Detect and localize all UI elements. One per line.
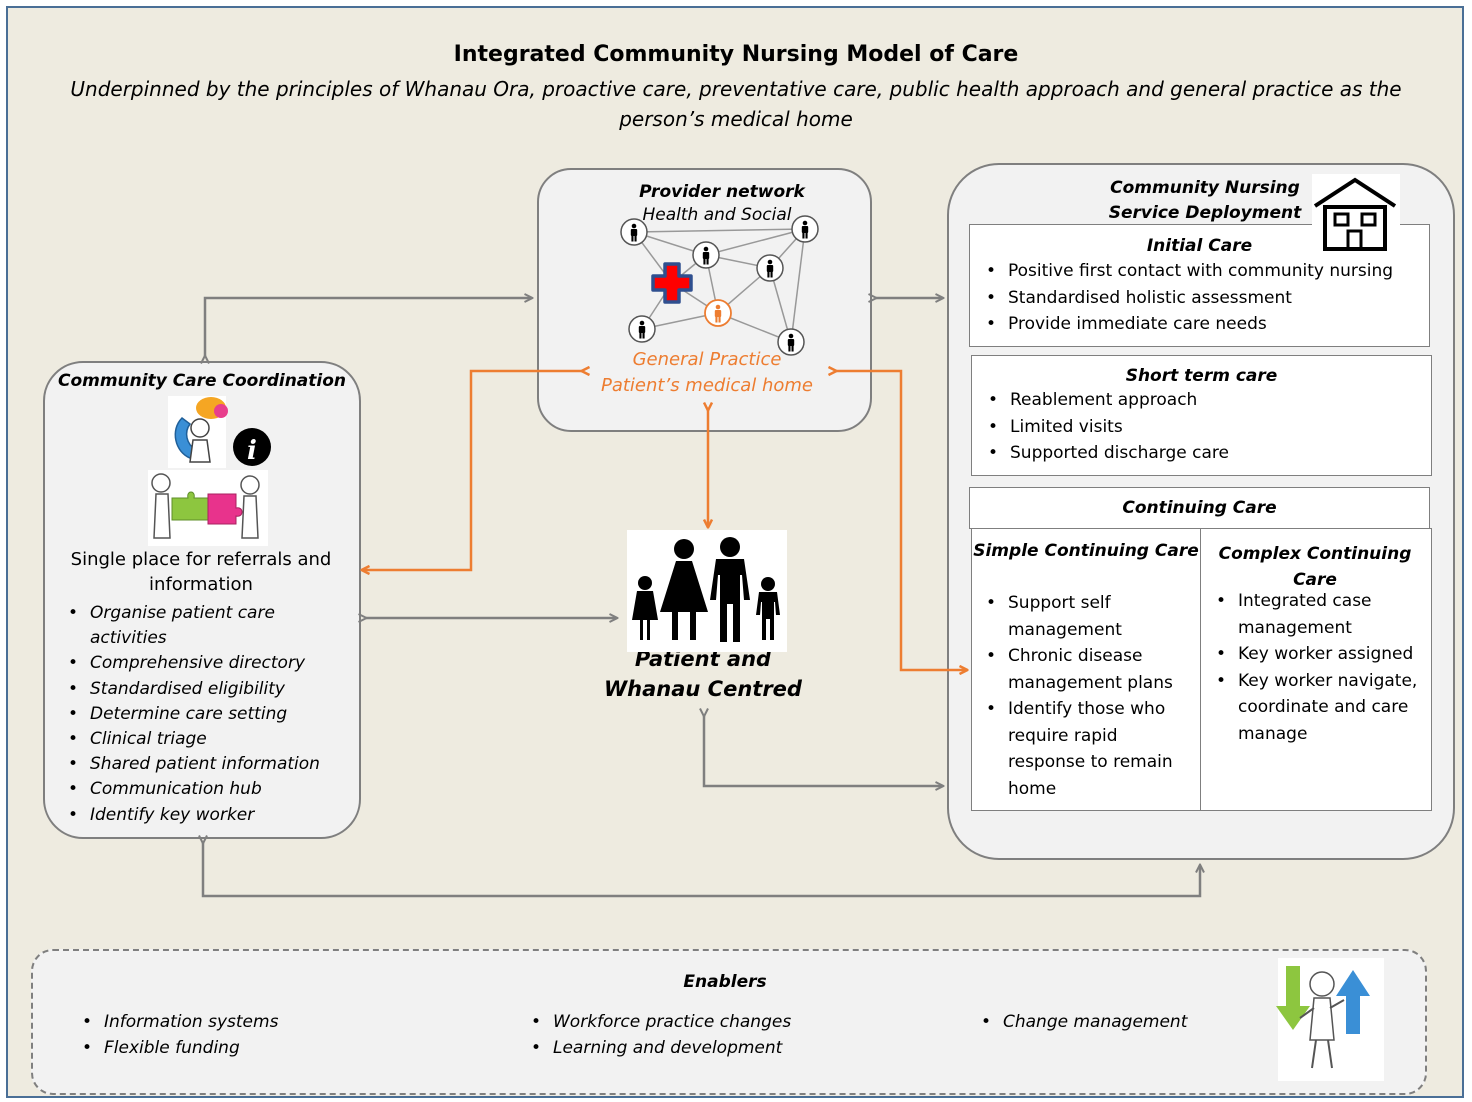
ccc-list: Organise patient care activities Compreh… (64, 601, 354, 828)
initial-care-item: Standardised holistic assessment (982, 285, 1432, 312)
ccc-item: Standardised eligibility (64, 677, 354, 702)
ccc-item: Shared patient information (64, 752, 354, 777)
grey-connectors (203, 298, 1200, 898)
network-person-icon (692, 241, 720, 269)
complex-continuing-care-title: Complex Continuing Care (1218, 544, 1412, 590)
enabler-item: Change management (977, 1010, 1237, 1036)
enablers-title: Enablers (683, 972, 767, 992)
phone-person-icon (168, 396, 228, 468)
provider-network-graph (620, 215, 819, 356)
short-term-care-item: Supported discharge care (984, 440, 1424, 467)
ccc-description: Single place for referrals and informati… (70, 549, 332, 595)
deployment-title-line1: Community Nursing (1110, 178, 1300, 198)
simple-care-item: Identify those who require rapid respons… (982, 696, 1194, 802)
ccc-item: Identify key worker (64, 803, 354, 828)
simple-care-item: Chronic disease management plans (982, 643, 1194, 696)
complex-continuing-care-list: Integrated case management Key worker as… (1212, 588, 1422, 747)
connector-gp-ccc (362, 371, 582, 570)
deployment-title: Community Nursing Service Deployment (1090, 176, 1320, 226)
patient-line2: Whanau Centred (604, 677, 802, 701)
provider-network-title: Provider network (639, 182, 805, 202)
gp-label: General Practice Patient’s medical home (537, 347, 877, 399)
simple-care-item: Support self management (982, 590, 1194, 643)
gp-person-icon (704, 299, 732, 327)
connector-ccc-provider (205, 298, 532, 356)
enabler-item: Learning and development (527, 1036, 847, 1062)
initial-care-item: Provide immediate care needs (982, 311, 1432, 338)
complex-care-item: Key worker assigned (1212, 641, 1422, 668)
ccc-item: Organise patient care activities (64, 601, 354, 651)
network-person-icon (620, 218, 648, 246)
ccc-item: Communication hub (64, 777, 354, 802)
enabler-item: Workforce practice changes (527, 1010, 847, 1036)
network-person-icon (791, 215, 819, 243)
diagram-subtitle: Underpinned by the principles of Whanau … (70, 77, 1402, 131)
network-person-icon (628, 315, 656, 343)
enablers-col1: Information systems Flexible funding (78, 1010, 398, 1061)
up-down-person-icon (1276, 958, 1384, 1081)
red-cross-icon (651, 262, 693, 304)
gp-line1: General Practice (632, 349, 782, 370)
gp-line2: Patient’s medical home (600, 375, 814, 396)
short-term-care-item: Limited visits (984, 414, 1424, 441)
connector-ccc-deployment-bottom (203, 843, 1200, 898)
connector-patient-deployment (704, 716, 943, 786)
family-icon (627, 530, 787, 652)
complex-care-item: Key worker navigate, coordinate and care… (1212, 668, 1422, 748)
enabler-item: Flexible funding (78, 1036, 398, 1062)
short-term-care-list: Reablement approach Limited visits Suppo… (984, 387, 1424, 467)
network-person-icon (756, 254, 784, 282)
puzzle-people-icon (148, 470, 268, 546)
initial-care-item: Positive first contact with community nu… (982, 258, 1432, 285)
provider-network-box (537, 168, 872, 432)
info-icon: i (233, 428, 271, 466)
simple-continuing-care-title: Simple Continuing Care (973, 541, 1199, 561)
svg-text:i: i (247, 436, 257, 466)
diagram-title: Integrated Community Nursing Model of Ca… (453, 42, 1019, 67)
enablers-col2: Workforce practice changes Learning and … (527, 1010, 847, 1061)
ccc-item: Clinical triage (64, 727, 354, 752)
continuing-care-title: Continuing Care (1122, 498, 1277, 518)
complex-care-item: Integrated case management (1212, 588, 1422, 641)
deployment-title-line2: Service Deployment (1108, 203, 1302, 223)
initial-care-title: Initial Care (1146, 236, 1253, 256)
ccc-item: Determine care setting (64, 702, 354, 727)
enablers-col3: Change management (977, 1010, 1237, 1036)
connector-gp-deployment (836, 371, 967, 670)
house-icon (1312, 174, 1400, 258)
enabler-item: Information systems (78, 1010, 398, 1036)
simple-continuing-care-list: Support self management Chronic disease … (982, 590, 1194, 802)
provider-network-subtitle: Health and Social (642, 205, 792, 225)
short-term-care-title: Short term care (1125, 366, 1278, 386)
ccc-item: Comprehensive directory (64, 651, 354, 676)
ccc-title: Community Care Coordination (57, 371, 347, 391)
short-term-care-item: Reablement approach (984, 387, 1424, 414)
orange-connectors (362, 371, 967, 670)
initial-care-list: Positive first contact with community nu… (982, 258, 1432, 338)
